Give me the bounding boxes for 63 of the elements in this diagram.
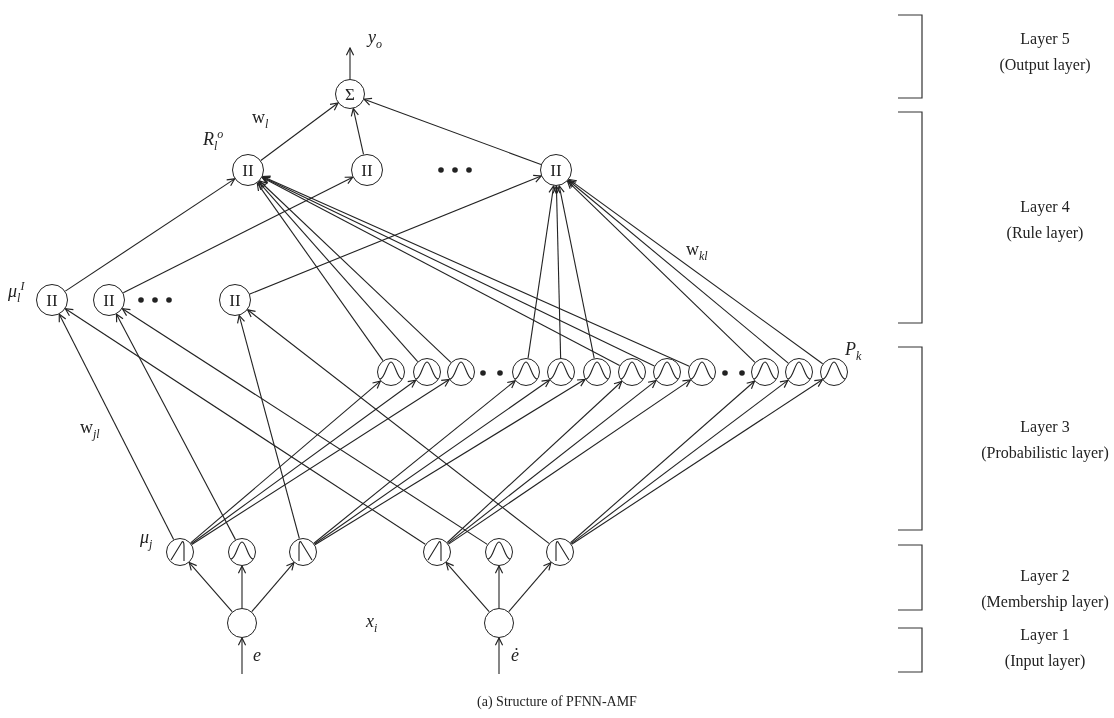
arrow: [569, 380, 756, 544]
input-neuron: [227, 608, 257, 638]
arrow: [445, 561, 490, 613]
summation-neuron: Σ: [335, 79, 365, 109]
layer-title: Layer 2: [1020, 567, 1070, 585]
arrow: [256, 182, 384, 362]
arrow: [448, 379, 691, 545]
product-neuron: II: [540, 154, 572, 186]
arrow: [188, 561, 233, 613]
arrow: [350, 108, 365, 155]
arrow: [527, 185, 557, 359]
arrow: [494, 637, 504, 675]
arrow: [64, 308, 426, 545]
arrow: [313, 380, 516, 544]
node-symbol: μ$_{j}$: [140, 528, 153, 551]
arrow: [122, 176, 354, 294]
weight-label: w$_{kl}$: [686, 240, 708, 263]
input-variable: ė: [511, 646, 519, 666]
arrow: [237, 314, 300, 540]
arrow: [64, 178, 236, 292]
arrow: [237, 637, 247, 675]
arrow: [446, 380, 623, 544]
layer-description: (Membership layer): [981, 593, 1109, 611]
product-neuron: II: [351, 154, 383, 186]
input-neuron: [484, 608, 514, 638]
product-neuron: II: [232, 154, 264, 186]
arrow: [566, 180, 756, 363]
arrow: [508, 562, 552, 613]
input-variable: e: [253, 646, 261, 666]
figure-caption: (a) Structure of PFNN-AMF: [477, 694, 637, 710]
product-neuron: II: [219, 284, 251, 316]
arrow: [345, 47, 355, 80]
arrow: [249, 174, 542, 295]
layer-description: (Probabilistic layer): [981, 444, 1109, 462]
layer-title: Layer 3: [1020, 418, 1070, 436]
arrow: [260, 102, 339, 161]
weight-label: w$_{l}$: [252, 108, 269, 131]
layer-description: (Output layer): [999, 56, 1091, 74]
node-symbol: P$_{k}$: [845, 340, 862, 363]
arrow: [258, 181, 419, 363]
arrow: [247, 309, 550, 544]
arrow: [552, 185, 562, 359]
arrow: [447, 380, 657, 544]
arrow: [237, 565, 247, 609]
arrow: [259, 180, 452, 363]
arrow: [115, 313, 236, 541]
layer-description: (Rule layer): [1006, 224, 1084, 242]
arrow: [556, 185, 595, 359]
layer-title: Layer 5: [1020, 30, 1070, 48]
arrow: [58, 313, 175, 541]
layer-description: (Input layer): [1004, 652, 1086, 670]
arrow: [363, 97, 542, 165]
output-variable: y$_{o}$: [346, 26, 382, 48]
weight-label: w$_{jl}$: [80, 418, 100, 441]
arrow: [121, 308, 488, 545]
arrow: [190, 380, 381, 544]
arrow: [251, 562, 295, 613]
layer-title: Layer 1: [1020, 626, 1070, 644]
layer-title: Layer 4: [1020, 198, 1070, 216]
arrow: [494, 565, 504, 609]
product-neuron: II: [36, 284, 68, 316]
input-variable: x$_{i}$: [366, 612, 378, 635]
product-neuron: II: [93, 284, 125, 316]
